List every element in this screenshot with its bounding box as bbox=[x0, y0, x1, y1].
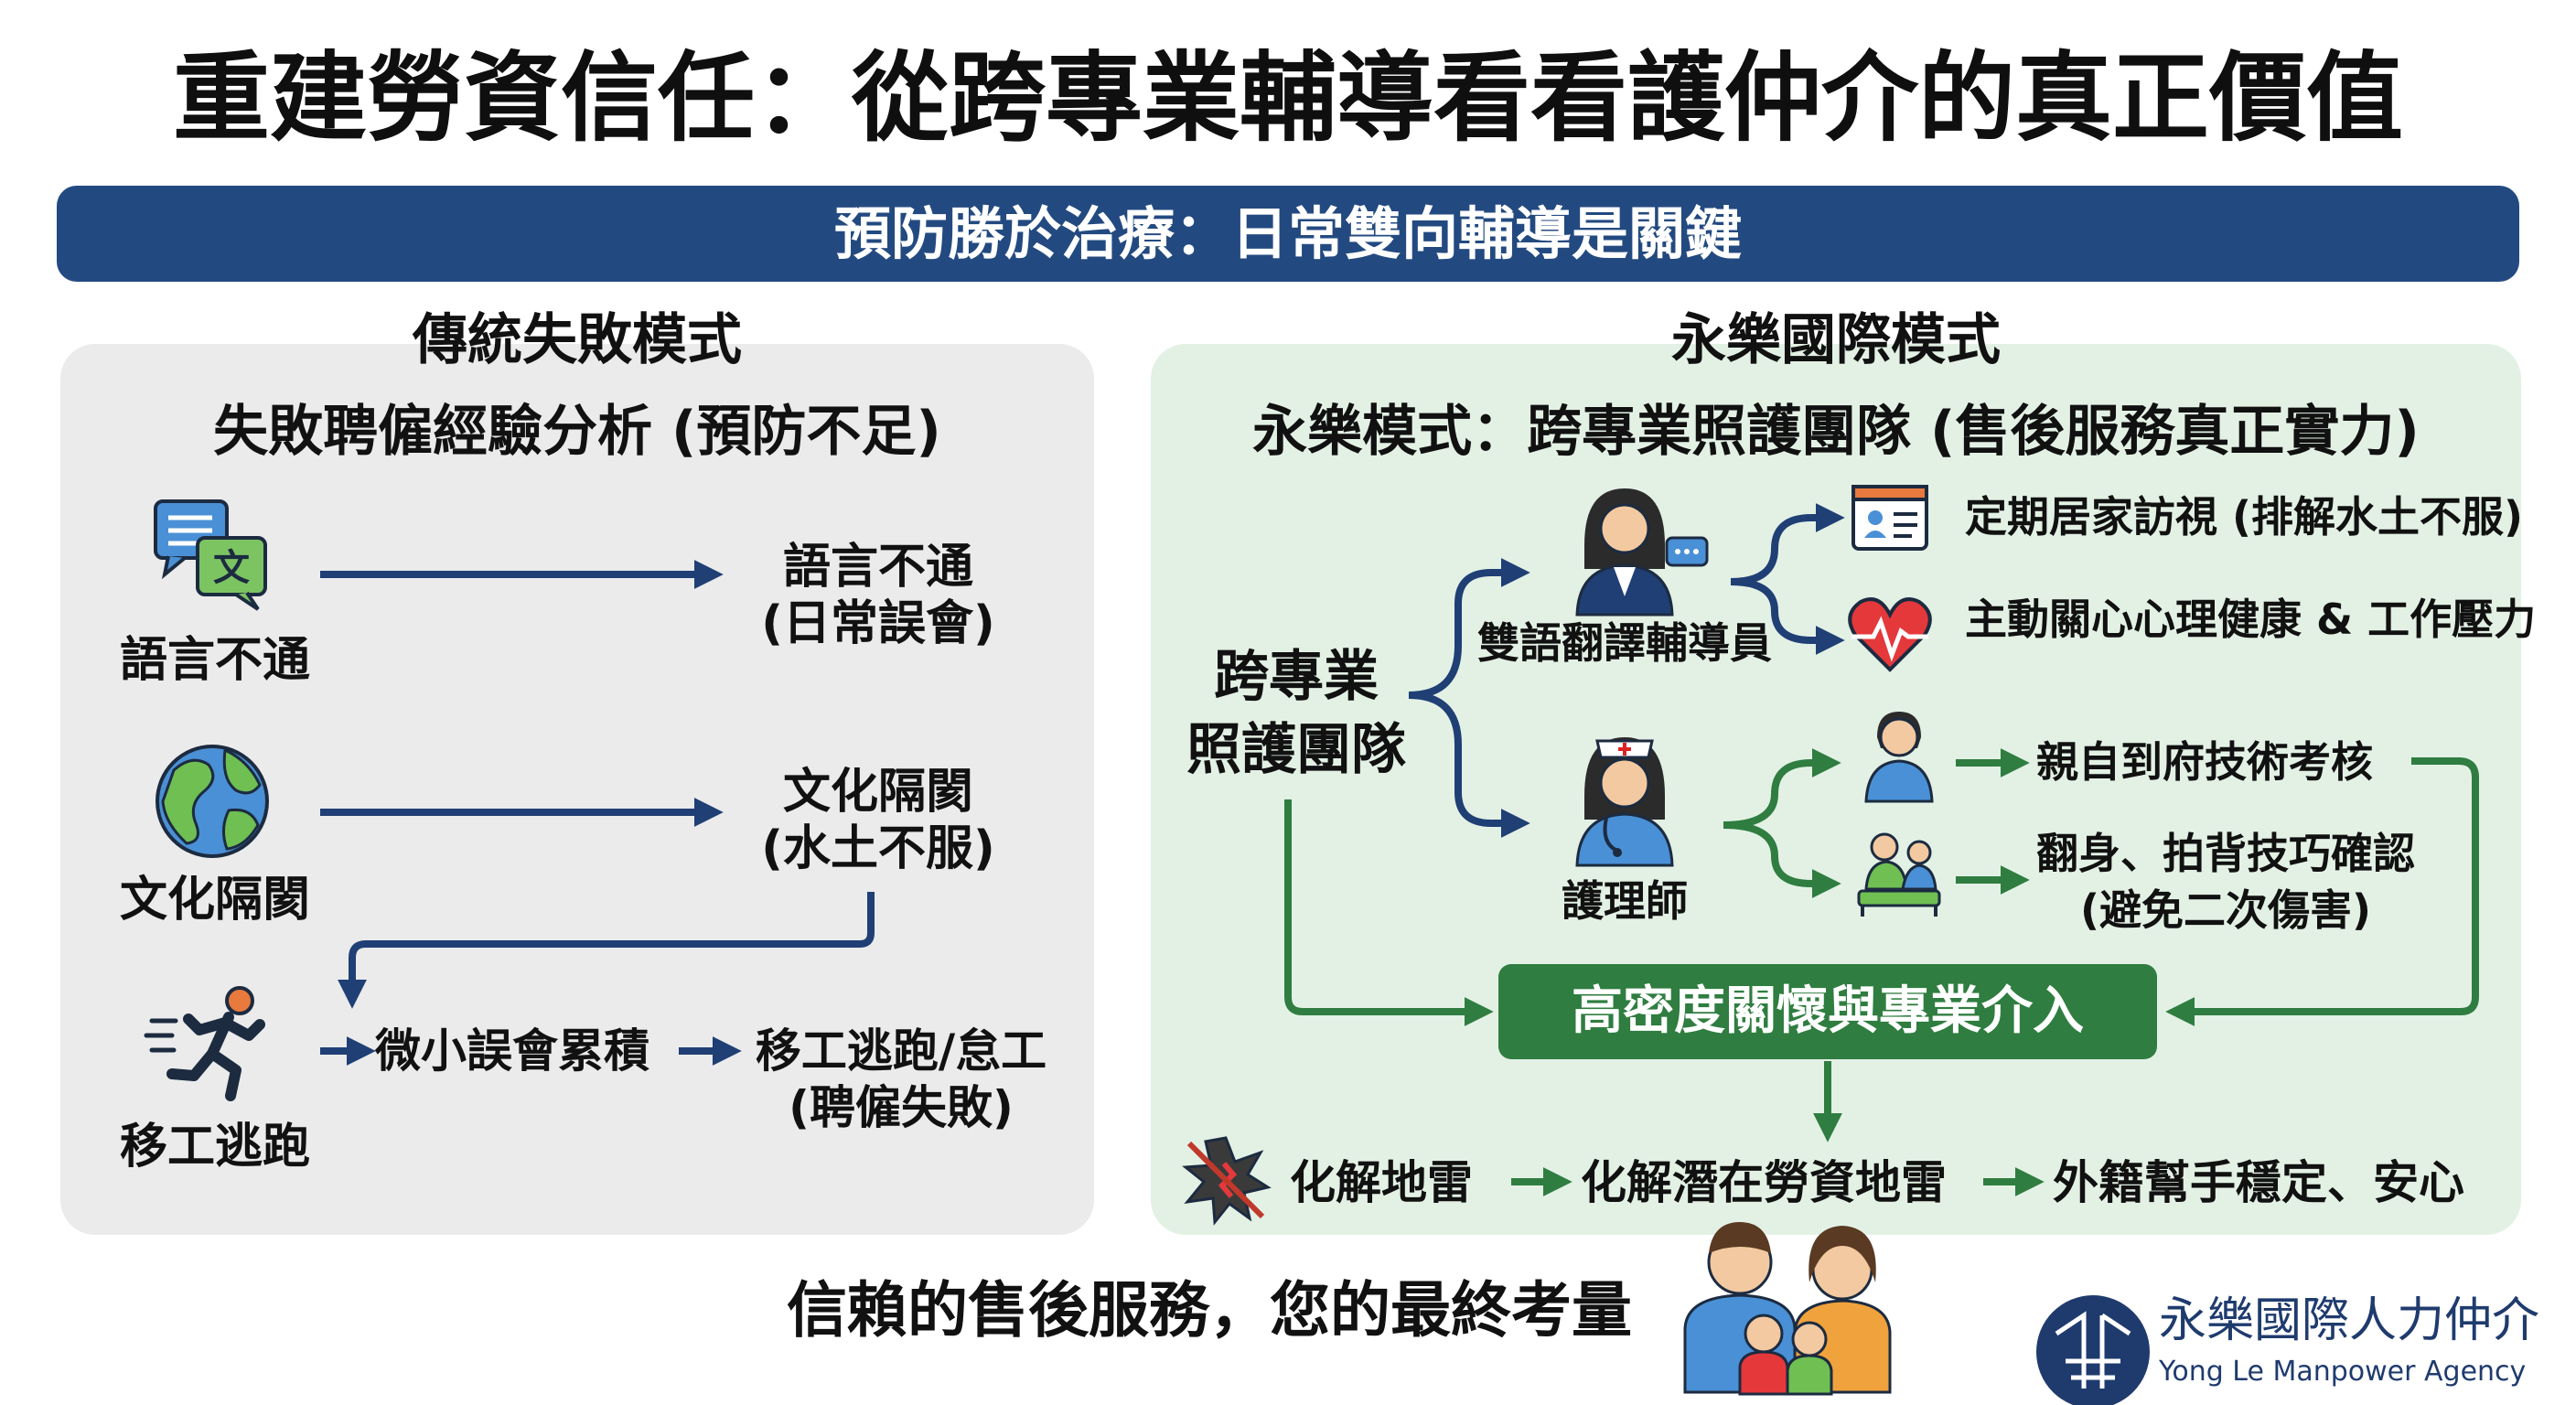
arrow-culture-down bbox=[338, 892, 875, 1009]
banner-text: 預防勝於治療：日常雙向輔導是關鍵 bbox=[833, 200, 1742, 267]
result-step-3: 外籍幫手穩定、安心 bbox=[2053, 1156, 2464, 1209]
logo-subtitle: Yong Le Manpower Agency bbox=[2159, 1356, 2527, 1388]
outcome-line2: (聘僱失敗) bbox=[789, 1081, 1014, 1134]
running-person-icon bbox=[144, 986, 265, 1101]
arrow-nurse-branch-bottom bbox=[1723, 821, 1841, 898]
arrow-counselor-branch-bottom bbox=[1730, 578, 1845, 655]
culture-result-line1: 文化隔閡 bbox=[782, 765, 973, 820]
chat-bubbles-icon: 文 bbox=[154, 499, 267, 611]
team-label-line1: 跨專業 bbox=[1214, 645, 1379, 709]
page-title: 重建勞資信任：從跨專業輔導看看護仲介的真正價值 bbox=[173, 42, 2403, 155]
arrow-team-down bbox=[1284, 799, 1494, 1026]
right-panel bbox=[1151, 344, 2521, 1235]
counselor-task-visit: 定期居家訪視 (排解水土不服) bbox=[1965, 492, 2524, 542]
svg-text:文: 文 bbox=[213, 547, 250, 589]
result-step-2: 化解潛在勞資地雷 bbox=[1581, 1156, 1947, 1209]
culture-gap-label: 文化隔閡 bbox=[119, 873, 310, 928]
nurse-task-check: 親自到府技術考核 bbox=[2036, 737, 2373, 787]
team-label-line2: 照護團隊 bbox=[1186, 718, 1406, 782]
counselor-icon bbox=[1575, 488, 1709, 617]
mine-icon bbox=[1182, 1136, 1272, 1226]
person-icon bbox=[1864, 712, 1934, 803]
globe-icon bbox=[156, 745, 269, 858]
left-panel-title: 傳統失敗模式 bbox=[413, 308, 742, 372]
nurse-label: 護理師 bbox=[1562, 876, 1688, 926]
counselor-task-care: 主動關心心理健康 & 工作壓力 bbox=[1965, 595, 2537, 644]
left-panel-subtitle: 失敗聘僱經驗分析 (預防不足) bbox=[213, 400, 941, 464]
language-result-line1: 語言不通 bbox=[782, 540, 973, 595]
nurse-task-note: (避免二次傷害) bbox=[2080, 885, 2372, 935]
family-icon bbox=[1683, 1222, 1892, 1396]
right-panel-subtitle: 永樂模式：跨專業照護團隊 (售後服務真正實力) bbox=[1252, 400, 2420, 464]
arrow-team-branch-bottom bbox=[1408, 692, 1530, 838]
arrow-nurse-branch-top bbox=[1723, 748, 1841, 829]
banner: 預防勝於治療：日常雙向輔導是關鍵 bbox=[57, 186, 2519, 282]
heart-pulse-icon bbox=[1848, 597, 1932, 672]
caregiving-icon bbox=[1857, 832, 1941, 917]
outcome-line1: 移工逃跑/怠工 bbox=[755, 1024, 1047, 1078]
arrow-team-branch-top bbox=[1408, 558, 1530, 699]
id-card-icon bbox=[1852, 485, 1928, 551]
logo-icon bbox=[2036, 1295, 2150, 1405]
footer-tagline: 信賴的售後服務，您的最終考量 bbox=[787, 1275, 1632, 1346]
accumulate-text: 微小誤會累積 bbox=[375, 1024, 649, 1078]
language-result-line2: (日常誤會) bbox=[761, 596, 995, 651]
culture-result-line2: (水土不服) bbox=[761, 821, 995, 876]
arrow-counselor-branch-top bbox=[1730, 503, 1845, 585]
arrow-check-loop bbox=[2165, 757, 2479, 1026]
care-box: 高密度關懷與專業介入 bbox=[1498, 964, 2157, 1059]
runaway-label: 移工逃跑 bbox=[119, 1120, 310, 1174]
logo-name: 永樂國際人力仲介 bbox=[2159, 1293, 2540, 1348]
nurse-task-technique: 翻身、拍背技巧確認 bbox=[2036, 829, 2415, 878]
result-step-1: 化解地雷 bbox=[1290, 1156, 1473, 1209]
care-box-text: 高密度關懷與專業介入 bbox=[1572, 981, 2084, 1041]
nurse-icon bbox=[1575, 737, 1674, 867]
right-panel-title: 永樂國際模式 bbox=[1671, 308, 2001, 372]
counselor-label: 雙語翻譯輔導員 bbox=[1477, 618, 1772, 668]
language-barrier-label: 語言不通 bbox=[119, 633, 310, 688]
